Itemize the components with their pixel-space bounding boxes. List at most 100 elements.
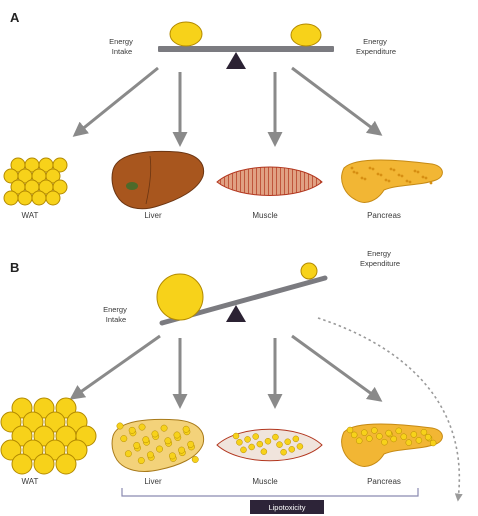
fat-droplet <box>161 425 167 431</box>
pancreas-lobule <box>430 182 433 185</box>
fat-droplet <box>240 447 246 453</box>
fat-droplet <box>293 436 299 442</box>
pancreas-lobule <box>398 174 401 177</box>
fat-droplet <box>165 438 171 444</box>
fat-droplet <box>152 431 158 437</box>
panel-b-label-wat: WAT <box>22 477 39 486</box>
fat-droplet <box>297 443 303 449</box>
panel-b-arrow-pancreas <box>292 336 380 400</box>
fat-droplet <box>351 432 357 438</box>
fat-droplet <box>192 456 198 462</box>
fat-droplet <box>396 428 402 434</box>
fat-droplet <box>138 457 144 463</box>
fat-droplet <box>265 438 271 444</box>
fat-droplet <box>356 438 362 444</box>
panel-b-expenditure-weight <box>301 263 317 279</box>
pancreas-lobule <box>369 167 372 170</box>
fat-droplet <box>406 440 412 446</box>
pancreas-lobule <box>361 177 364 180</box>
panel-a-label-muscle: Muscle <box>252 211 278 220</box>
fat-droplet <box>386 430 392 436</box>
panel-b-muscle-organ <box>217 429 322 461</box>
fat-droplet <box>416 437 422 443</box>
adipocyte-cell <box>4 191 18 205</box>
fat-droplet <box>169 453 175 459</box>
fat-droplet <box>183 426 189 432</box>
fat-droplet <box>371 427 377 433</box>
fat-droplet <box>174 432 180 438</box>
panel-b-arrow-wat <box>72 336 160 398</box>
fat-droplet <box>261 449 267 455</box>
panel-a-expenditure-weight <box>291 24 321 46</box>
panel-b-label-muscle: Muscle <box>252 477 278 486</box>
fat-droplet <box>401 434 407 440</box>
panel-a: A Energy Intake Energy Expenditure <box>4 10 442 220</box>
adipocyte-cell <box>34 454 54 474</box>
fat-droplet <box>236 439 242 445</box>
pancreas-lobule <box>380 174 383 177</box>
lipotoxicity-bracket <box>122 488 418 496</box>
pancreas-lobule <box>401 175 404 178</box>
panel-a-fulcrum <box>226 52 246 69</box>
panel-b-balance <box>157 263 325 323</box>
panel-b-intake-weight <box>157 274 203 320</box>
panel-a-balance <box>158 22 334 69</box>
fat-droplet <box>289 446 295 452</box>
panel-a-energy-intake-label: Energy Intake <box>109 37 135 56</box>
adipocyte-cell <box>32 191 46 205</box>
adipocyte-cell <box>18 191 32 205</box>
fat-droplet <box>425 434 431 440</box>
pancreas-lobule <box>351 167 354 170</box>
fat-droplet <box>121 435 127 441</box>
fat-droplet <box>143 436 149 442</box>
fat-droplet <box>277 442 283 448</box>
panel-a-liver-organ <box>112 151 204 208</box>
pancreas-lobule <box>425 177 428 180</box>
panel-b-energy-intake-label: Energy Intake <box>103 305 129 324</box>
fat-droplet <box>156 446 162 452</box>
fat-droplet <box>129 427 135 433</box>
fat-droplet <box>285 439 291 445</box>
pancreas-lobule <box>422 176 425 179</box>
fat-droplet <box>272 434 278 440</box>
panel-a-muscle-organ <box>217 167 322 196</box>
panel-b-arrows <box>72 336 380 406</box>
pancreas-lobule <box>385 179 388 182</box>
panel-a-label-pancreas: Pancreas <box>367 211 401 220</box>
pancreas-lobule <box>409 181 412 184</box>
pancreas-lobule <box>414 170 417 173</box>
fat-droplet <box>147 452 153 458</box>
panel-b-label-pancreas: Pancreas <box>367 477 401 486</box>
panel-b-fulcrum <box>226 305 246 322</box>
fat-droplet <box>381 439 387 445</box>
pancreas-lobule <box>393 169 396 172</box>
panel-a-label-wat: WAT <box>22 211 39 220</box>
pancreas-lobule <box>390 168 393 171</box>
fat-droplet <box>117 423 123 429</box>
fat-droplet <box>233 433 239 439</box>
panel-b: B Energy Intake Energy Expenditure <box>1 249 459 514</box>
panel-a-intake-weight <box>170 22 202 46</box>
panel-b-energy-expenditure-label: Energy Expenditure <box>360 249 400 268</box>
fat-droplet <box>249 444 255 450</box>
panel-a-arrows <box>75 68 380 144</box>
pancreas-lobule <box>372 168 375 171</box>
pancreas-lobule <box>356 172 359 175</box>
fat-droplet <box>391 436 397 442</box>
pancreas-lobule <box>406 180 409 183</box>
fat-droplet <box>411 431 417 437</box>
lipotoxicity-label: Lipotoxicity <box>268 503 305 512</box>
panel-b-wat-adipocytes <box>1 398 96 474</box>
adipocyte-cell <box>12 454 32 474</box>
panel-a-beam <box>158 46 334 52</box>
fat-droplet <box>134 442 140 448</box>
panel-a-letter: A <box>10 10 20 25</box>
fat-droplet <box>253 434 259 440</box>
fat-droplet <box>257 441 263 447</box>
panel-a-pancreas-organ <box>342 160 443 202</box>
panel-b-pancreas-organ <box>342 424 443 466</box>
fat-droplet <box>281 449 287 455</box>
adipocyte-cell <box>46 191 60 205</box>
pancreas-lobule <box>417 171 420 174</box>
